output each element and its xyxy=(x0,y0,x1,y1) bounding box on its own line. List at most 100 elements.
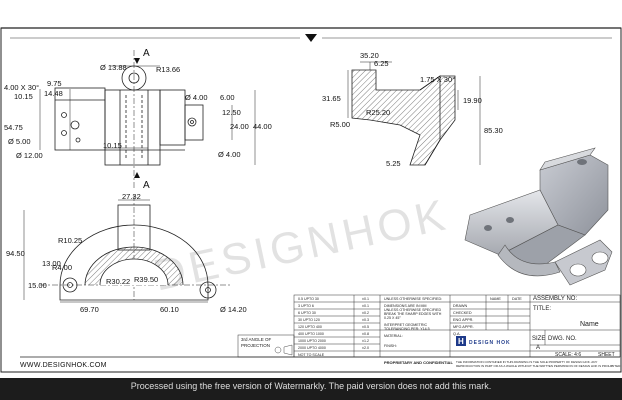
svg-text:4.00 X 30°: 4.00 X 30° xyxy=(4,83,39,92)
svg-text:12.50: 12.50 xyxy=(222,108,241,117)
svg-text:9.75: 9.75 xyxy=(47,79,62,88)
svg-text:R5.00: R5.00 xyxy=(330,120,350,129)
svg-text:400 UPTO 1000: 400 UPTO 1000 xyxy=(298,332,324,336)
side-view-dimensions: 35.20 6.25 1.75 X 30° 31.65 R25.20 19.90… xyxy=(322,51,503,168)
svg-text:MATERIAL:: MATERIAL: xyxy=(384,334,403,338)
svg-text:R30.22: R30.22 xyxy=(106,277,130,286)
svg-text:1000 UPTO 2000: 1000 UPTO 2000 xyxy=(298,339,326,343)
svg-text:NOT TO SCALE: NOT TO SCALE xyxy=(298,353,325,357)
svg-text:19.90: 19.90 xyxy=(463,96,482,105)
svg-text:SCALE: 4:6: SCALE: 4:6 xyxy=(555,352,581,358)
svg-text:±0.1: ±0.1 xyxy=(362,297,369,301)
svg-text:24.00: 24.00 xyxy=(230,122,249,131)
svg-text:±2.0: ±2.0 xyxy=(362,346,369,350)
svg-text:94.50: 94.50 xyxy=(6,249,25,258)
svg-text:6.00: 6.00 xyxy=(220,93,235,102)
svg-text:PROJECTION: PROJECTION xyxy=(241,343,270,348)
svg-text:Ø 14.20: Ø 14.20 xyxy=(220,305,247,314)
svg-text:10.15: 10.15 xyxy=(103,141,122,150)
svg-text:±0.3: ±0.3 xyxy=(362,318,369,322)
orientation-marker xyxy=(305,34,317,42)
svg-text:60.10: 60.10 xyxy=(160,305,179,314)
svg-text:R10.25: R10.25 xyxy=(58,236,82,245)
svg-text:2000 UPTO 4000: 2000 UPTO 4000 xyxy=(298,346,326,350)
svg-text:TOLERANCING PER: Y14.5: TOLERANCING PER: Y14.5 xyxy=(384,327,430,331)
svg-text:UNLESS OTHERWISE SPECIFIED: UNLESS OTHERWISE SPECIFIED xyxy=(384,308,441,312)
svg-text:3rd ANGLE OF: 3rd ANGLE OF xyxy=(241,337,272,342)
svg-text:6.25: 6.25 xyxy=(374,59,389,68)
svg-text:DWG. NO.: DWG. NO. xyxy=(548,336,577,342)
svg-text:85.30: 85.30 xyxy=(484,126,503,135)
svg-text:FINISH:: FINISH: xyxy=(384,344,397,348)
footer-bar xyxy=(0,378,622,400)
section-marker-top: A xyxy=(143,48,150,59)
site-url[interactable]: WWW.DESIGNHOK.COM xyxy=(20,362,107,369)
title-block xyxy=(20,294,621,358)
svg-text:35.20: 35.20 xyxy=(360,51,379,60)
title-fields: ASSEMBLY NO: TITLE: Name SIZE DWG. NO. A… xyxy=(532,296,615,358)
approval-table: NAME DATE DRAWN CHECKED ENG APPR. MFG AP… xyxy=(453,297,522,336)
svg-text:±1.2: ±1.2 xyxy=(362,339,369,343)
svg-text:Ø 4.00: Ø 4.00 xyxy=(185,93,208,102)
svg-text:TITLE:: TITLE: xyxy=(533,306,551,312)
svg-text:14.48: 14.48 xyxy=(44,89,63,98)
svg-text:31.65: 31.65 xyxy=(322,94,341,103)
svg-text:THE INFORMATION CONTAINED IN T: THE INFORMATION CONTAINED IN THIS DRAWIN… xyxy=(456,360,597,364)
svg-text:ASSEMBLY NO:: ASSEMBLY NO: xyxy=(533,296,577,302)
svg-text:CHECKED: CHECKED xyxy=(453,311,472,315)
svg-text:R25.20: R25.20 xyxy=(366,108,390,117)
top-view xyxy=(23,195,230,303)
svg-text:REPRODUCTION IN PART OR AS A W: REPRODUCTION IN PART OR AS A WHOLE WITHO… xyxy=(456,364,621,368)
side-section-view xyxy=(347,61,481,166)
svg-text:15.00: 15.00 xyxy=(28,281,47,290)
top-view-dimensions: 27.32 R10.25 94.50 13.00 R4.00 15.00 R30… xyxy=(6,192,247,314)
front-view-dimensions: Ø 13.88 R13.66 4.00 X 30° 9.75 14.48 10.… xyxy=(4,63,272,160)
svg-text:BREAK THE SHARP EDGES WITH: BREAK THE SHARP EDGES WITH xyxy=(384,312,442,316)
svg-text:A: A xyxy=(536,345,540,351)
svg-text:R39.50: R39.50 xyxy=(134,275,158,284)
svg-text:0.25 X 45°: 0.25 X 45° xyxy=(384,316,401,320)
isometric-view xyxy=(464,147,613,286)
company-logo: H DESIGN HOK xyxy=(456,336,511,346)
watermark: DESIGNHOK xyxy=(149,190,453,300)
svg-text:DESIGN HOK: DESIGN HOK xyxy=(469,340,511,346)
svg-text:69.70: 69.70 xyxy=(80,305,99,314)
front-view: A A xyxy=(39,48,256,191)
svg-text:INTERPRET GEOMETRIC: INTERPRET GEOMETRIC xyxy=(384,323,427,327)
disclaimer: THE INFORMATION CONTAINED IN THIS DRAWIN… xyxy=(456,360,621,368)
svg-text:13.00: 13.00 xyxy=(42,259,61,268)
svg-text:Ø 5.00: Ø 5.00 xyxy=(8,137,31,146)
svg-text:Q.A.: Q.A. xyxy=(453,332,461,336)
watermark-notice: Processed using the free version of Wate… xyxy=(130,381,492,391)
svg-text:44.00: 44.00 xyxy=(253,122,272,131)
svg-text:3 UPTO 6: 3 UPTO 6 xyxy=(298,304,314,308)
svg-text:±0.8: ±0.8 xyxy=(362,332,369,336)
svg-text:6 UPTO 30: 6 UPTO 30 xyxy=(298,311,316,315)
svg-text:Ø 4.00: Ø 4.00 xyxy=(218,150,241,159)
svg-text:±0.5: ±0.5 xyxy=(362,325,369,329)
svg-text:27.32: 27.32 xyxy=(122,192,141,201)
notes-block: UNLESS OTHERWISE SPECIFIED: DIMENSIONS A… xyxy=(384,297,453,365)
svg-text:SIZE: SIZE xyxy=(532,336,545,342)
part-name: Name xyxy=(580,321,599,328)
svg-text:Ø 13.88: Ø 13.88 xyxy=(100,63,127,72)
section-marker-bottom: A xyxy=(143,180,150,191)
svg-text:±0.2: ±0.2 xyxy=(362,311,369,315)
svg-text:NAME: NAME xyxy=(490,297,501,301)
svg-text:R13.66: R13.66 xyxy=(156,65,180,74)
svg-text:ENG APPR.: ENG APPR. xyxy=(453,318,473,322)
svg-text:R4.00: R4.00 xyxy=(52,263,72,272)
svg-text:0.5 UPTO 30: 0.5 UPTO 30 xyxy=(298,297,319,301)
svg-text:Ø 12.00: Ø 12.00 xyxy=(16,151,43,160)
svg-text:54.75: 54.75 xyxy=(4,123,23,132)
svg-text:DIMENSIONS ARE IN MM: DIMENSIONS ARE IN MM xyxy=(384,304,427,308)
svg-text:DATE: DATE xyxy=(512,297,522,301)
svg-text:120 UPTO 400: 120 UPTO 400 xyxy=(298,325,322,329)
tolerance-table: 0.5 UPTO 30±0.1 3 UPTO 6±0.1 6 UPTO 30±0… xyxy=(298,297,369,357)
svg-text:5.25: 5.25 xyxy=(386,159,401,168)
projection-symbol: 3rd ANGLE OF PROJECTION xyxy=(241,337,293,356)
svg-text:1.75 X 30°: 1.75 X 30° xyxy=(420,75,455,84)
svg-text:30 UPTO 120: 30 UPTO 120 xyxy=(298,318,320,322)
proprietary-label: PROPRIETARY AND CONFIDENTIAL xyxy=(384,360,453,365)
